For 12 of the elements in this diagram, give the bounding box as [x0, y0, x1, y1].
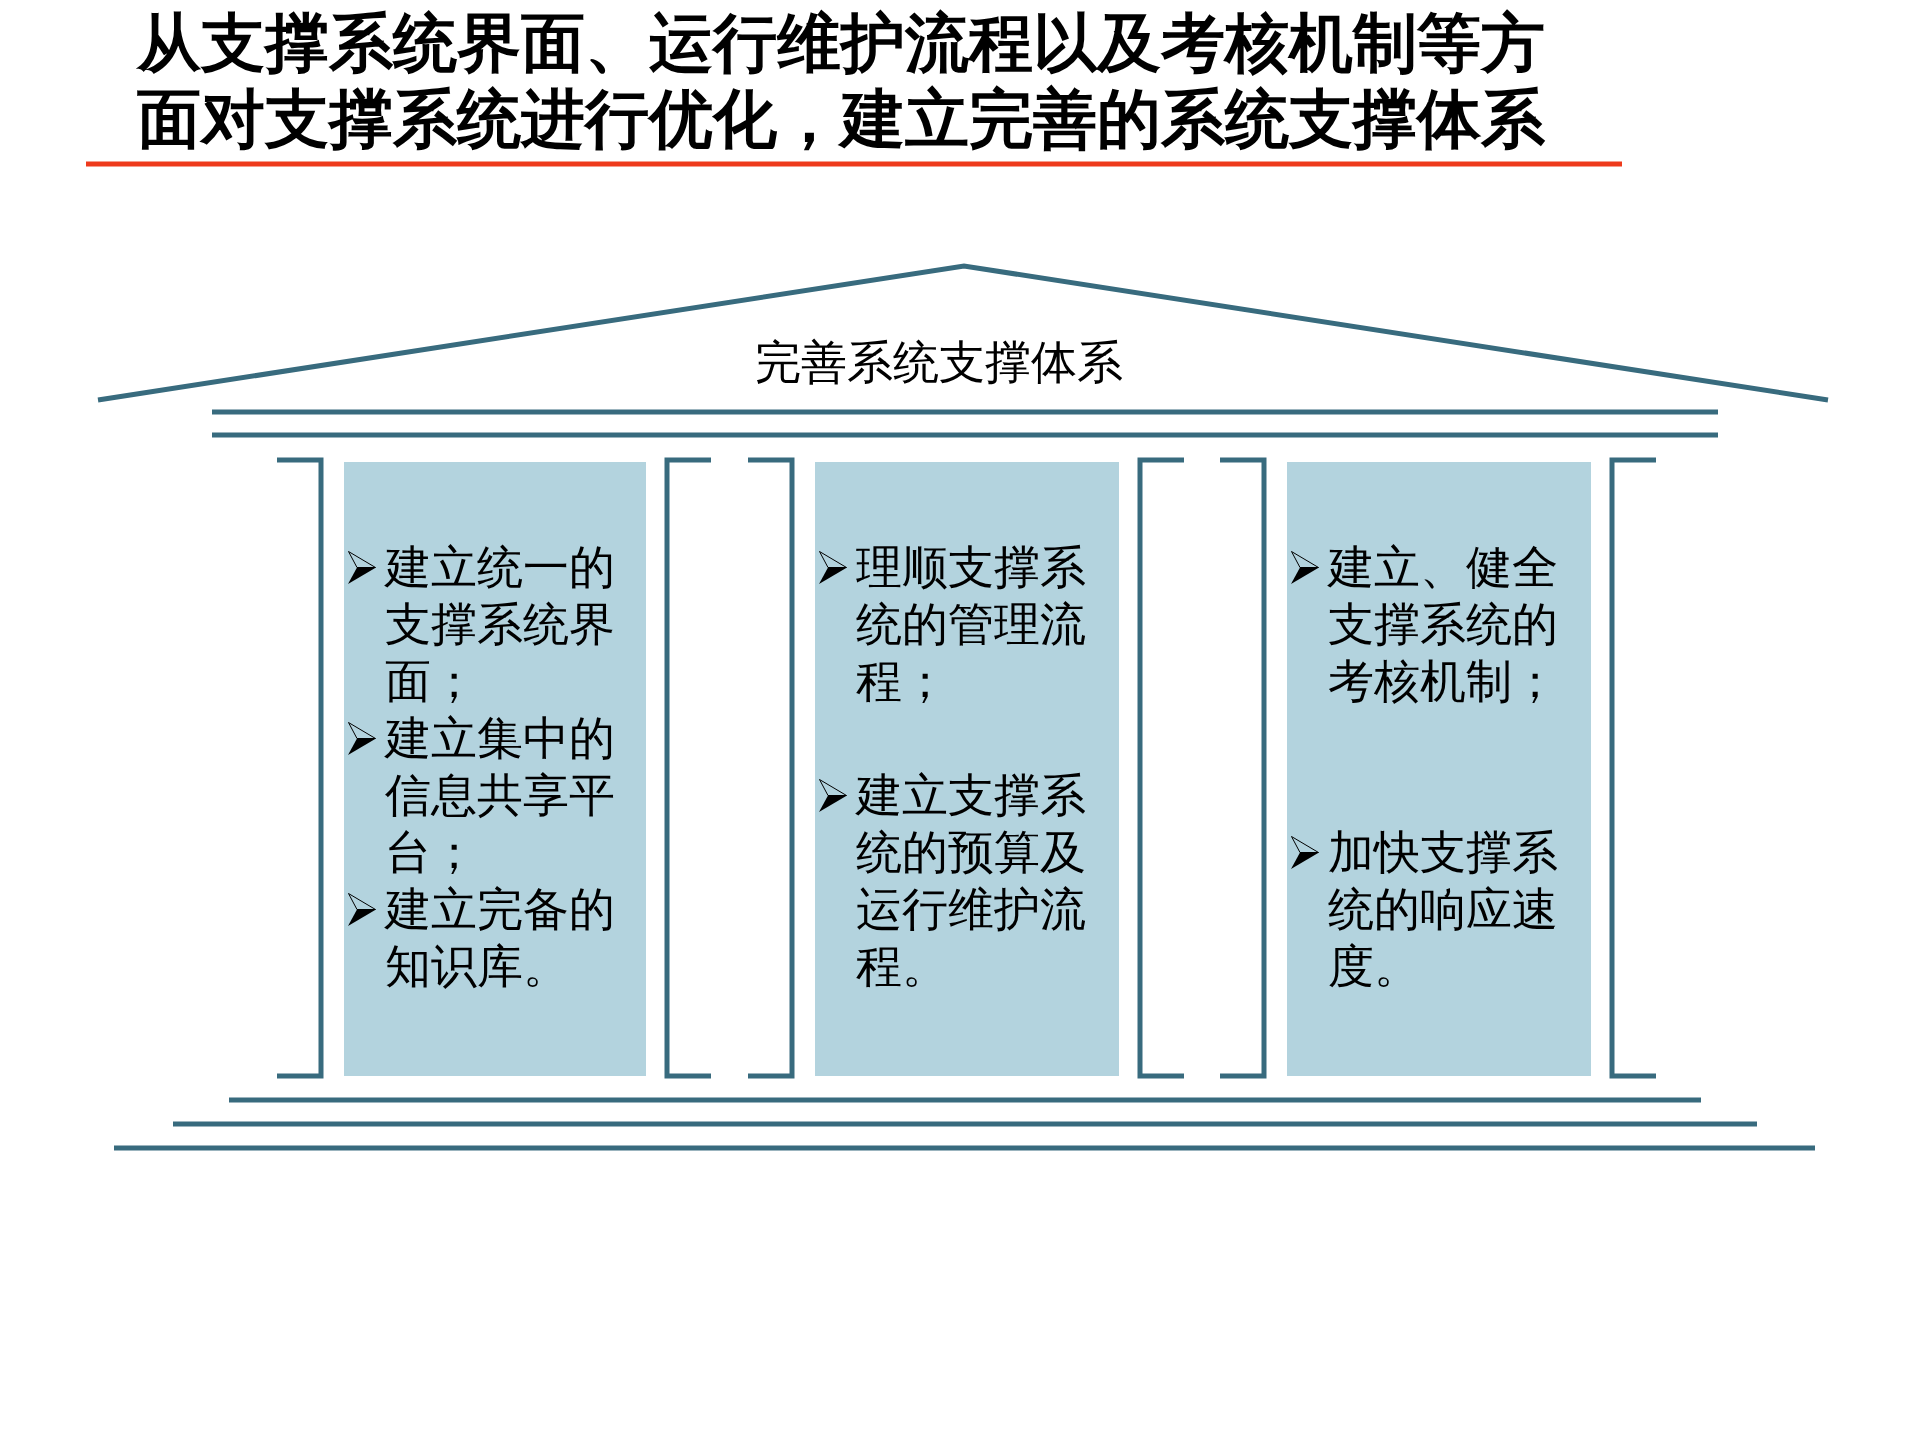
bullet-text: 建立、健全支撑系统的考核机制； — [1328, 539, 1559, 710]
pillar-box — [344, 462, 646, 1076]
bullet-text: 理顺支撑系统的管理流程； — [856, 539, 1087, 710]
bullet-text: 建立支撑系统的预算及运行维护流程。 — [856, 767, 1087, 995]
pillar-box — [1287, 462, 1591, 1076]
bullet-text: 建立集中的信息共享平台； — [385, 710, 616, 881]
bullet-text: 加快支撑系统的响应速度。 — [1328, 824, 1559, 995]
roof-title: 完善系统支撑体系 — [755, 335, 1123, 389]
bullet-text: 建立统一的支撑系统界面； — [385, 539, 616, 710]
pillar-box — [815, 462, 1119, 1076]
bullet-text: 建立完备的知识库。 — [385, 881, 616, 995]
slide-title: 从支撑系统界面、运行维护流程以及考核机制等方面对支撑系统进行优化，建立完善的系统支撑体系 — [137, 5, 1546, 157]
